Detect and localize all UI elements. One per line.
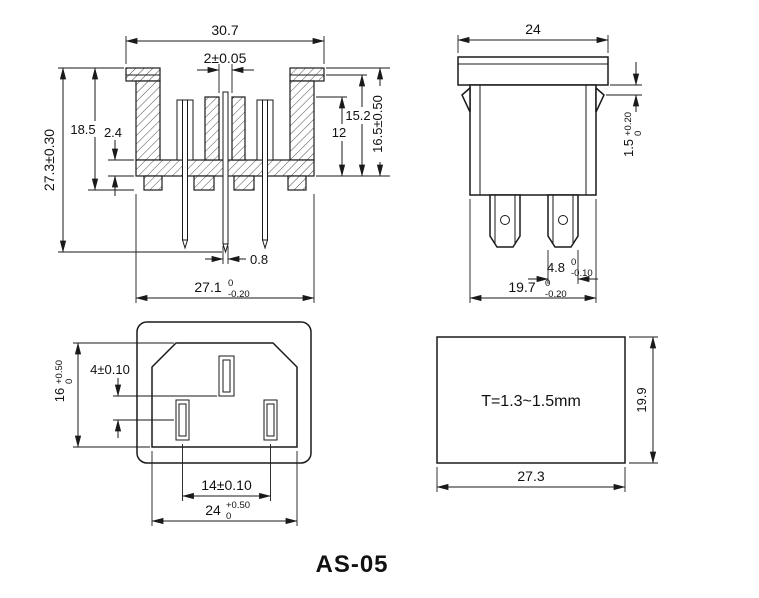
dim-plate-width-label: 27.3 (517, 468, 544, 484)
dim-opening-height-label: 16 (52, 388, 67, 402)
side-view: 24 1.5 +0.20 0 4.8 0 -0.10 1 (457, 21, 644, 303)
dim-terminal-width-tol-lower: -0.10 (571, 268, 593, 279)
section-body-outline (125, 67, 325, 254)
dim-panel-gap-label: 1.5 (621, 139, 636, 157)
dim-pin-offset-label: 4±0.10 (90, 362, 130, 377)
dim-floor-thickness-label: 2.4 (104, 125, 122, 140)
dim-slot-width-label: 2±0.05 (204, 50, 247, 66)
dim-terminal-width-label: 4.8 (547, 260, 565, 275)
dim-body-height: 18.5 (70, 67, 134, 191)
snap-wing-left (461, 86, 471, 113)
contact-pins (181, 91, 269, 254)
front-view: 16 +0.50 0 4±0.10 14±0.10 24 +0.50 0 (52, 321, 312, 526)
dim-outer-height: 16.5±0.50 (326, 67, 390, 177)
dim-plate-width: 27.3 (436, 467, 626, 492)
dim-panel-gap-tol-lower: 0 (633, 131, 644, 136)
plate-view: T=1.3~1.5mm 19.9 27.3 (436, 336, 658, 492)
snap-wing-right (595, 86, 605, 113)
dim-flange-width-label: 24 (525, 21, 541, 37)
dim-panel-gap: 1.5 +0.20 0 (606, 62, 644, 157)
side-body-outline (457, 56, 609, 248)
dim-opening-height: 16 +0.50 0 (52, 342, 174, 448)
dim-width-bottom: 27.1 0 -0.20 (135, 194, 315, 303)
dim-opening-width-tol-lower: 0 (226, 511, 231, 522)
plate-outline (436, 336, 626, 464)
dim-inner-height: 15.2 (326, 74, 371, 177)
terminal-left (489, 194, 521, 248)
dim-floor-thickness: 2.4 (104, 125, 134, 196)
dim-width-top: 30.7 (125, 22, 325, 64)
dim-width-top-label: 30.7 (211, 22, 238, 38)
dim-width-bottom-tol-upper: 0 (228, 278, 233, 289)
dim-pin-thickness-label: 0.8 (250, 252, 268, 267)
dim-opening-width-tol-upper: +0.50 (226, 500, 250, 511)
dim-inner-height-label: 15.2 (345, 108, 370, 123)
ground-pin-slot (218, 355, 235, 397)
dim-body-height-label: 18.5 (70, 122, 95, 137)
dim-opening-width-label: 24 (205, 502, 221, 518)
dim-opening-height-tol-lower: 0 (64, 379, 75, 384)
dim-opening-height-tol-upper: +0.50 (54, 360, 65, 384)
dim-width-bottom-label: 27.1 (194, 279, 221, 295)
dim-body-width-tol-lower: -0.20 (545, 289, 567, 300)
front-face-outline (136, 321, 312, 464)
dim-terminal-width-tol-upper: 0 (571, 257, 576, 268)
dim-body-width-tol-upper: 0 (545, 278, 550, 289)
dim-body-width: 19.7 0 -0.20 (469, 199, 597, 303)
dim-plate-height: 19.9 (629, 336, 658, 464)
dim-pin-thickness: 0.8 (205, 246, 268, 267)
dim-slot-width: 2±0.05 (197, 50, 254, 93)
dim-outer-height-label: 16.5±0.50 (370, 95, 385, 153)
live-pin-slot (175, 399, 190, 441)
dim-terminal-width: 4.8 0 -0.10 (528, 250, 598, 284)
dim-pin-pitch-label: 14±0.10 (201, 477, 252, 493)
dim-opening-width: 24 +0.50 0 (151, 451, 298, 526)
section-view: 30.7 2±0.05 27.3±0.30 18.5 (41, 22, 390, 303)
neutral-pin-slot (263, 399, 278, 441)
dim-flange-width: 24 (457, 21, 609, 53)
dim-width-bottom-tol-lower: -0.20 (228, 289, 250, 300)
thickness-note: T=1.3~1.5mm (481, 393, 581, 410)
dim-pin-offset: 4±0.10 (90, 362, 217, 438)
dim-overall-height-label: 27.3±0.30 (41, 129, 57, 191)
dim-panel-gap-tol-upper: +0.20 (623, 112, 634, 136)
dim-cavity-depth: 12 (316, 96, 390, 177)
dim-cavity-depth-label: 12 (332, 125, 346, 140)
dim-pin-pitch: 14±0.10 (181, 444, 272, 501)
dim-plate-height-label: 19.9 (634, 387, 649, 412)
dim-body-width-label: 19.7 (508, 279, 535, 295)
drawing-title: AS-05 (315, 551, 388, 578)
terminal-right (547, 194, 579, 248)
dim-overall-height: 27.3±0.30 (41, 67, 222, 253)
